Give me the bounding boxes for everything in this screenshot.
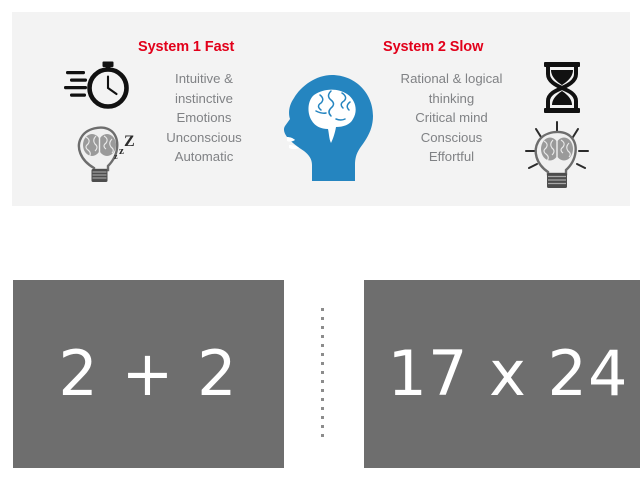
trait-item: instinctive: [175, 90, 233, 106]
system-1-trait-list: Intuitive & instinctive Emotions Unconsc…: [145, 69, 263, 167]
svg-text:z: z: [119, 145, 124, 157]
system-1-title: System 1 Fast: [138, 39, 235, 55]
trait-item: Conscious: [420, 129, 483, 145]
system-1-equation: 2 + 2: [58, 337, 239, 410]
trait-item: Intuitive &: [175, 71, 233, 86]
system-2-equation: 17 x 24: [387, 337, 629, 410]
lightbulb-brain-idea-icon: [512, 120, 602, 194]
trait-item: Critical mind: [415, 110, 488, 125]
trait-item: Unconscious: [166, 129, 242, 145]
trait-item: Rational & logical: [400, 71, 503, 86]
trait-item: Emotions: [176, 110, 232, 125]
svg-text:z: z: [114, 152, 118, 161]
system-1-example-box: 2 + 2: [13, 280, 284, 468]
dotted-divider: [321, 308, 324, 440]
trait-item: Effortful: [428, 149, 475, 164]
head-profile-brain-icon: [274, 69, 386, 191]
stopwatch-icon: [64, 60, 150, 110]
system-2-trait-list: Rational & logical thinking Critical min…: [379, 69, 524, 167]
system-2-example-box: 17 x 24: [364, 280, 640, 468]
examples-section: 2 + 2 17 x 24: [0, 206, 640, 479]
lightbulb-brain-sleeping-icon: Z z z: [64, 120, 150, 190]
trait-item: Automatic: [174, 149, 234, 164]
system-2-title: System 2 Slow: [383, 39, 484, 55]
svg-text:Z: Z: [124, 133, 135, 150]
trait-item: thinking: [428, 90, 475, 106]
hourglass-icon: [524, 60, 600, 118]
systems-comparison-panel: System 1 Fast System 2 Slow Intuitive & …: [12, 12, 630, 206]
